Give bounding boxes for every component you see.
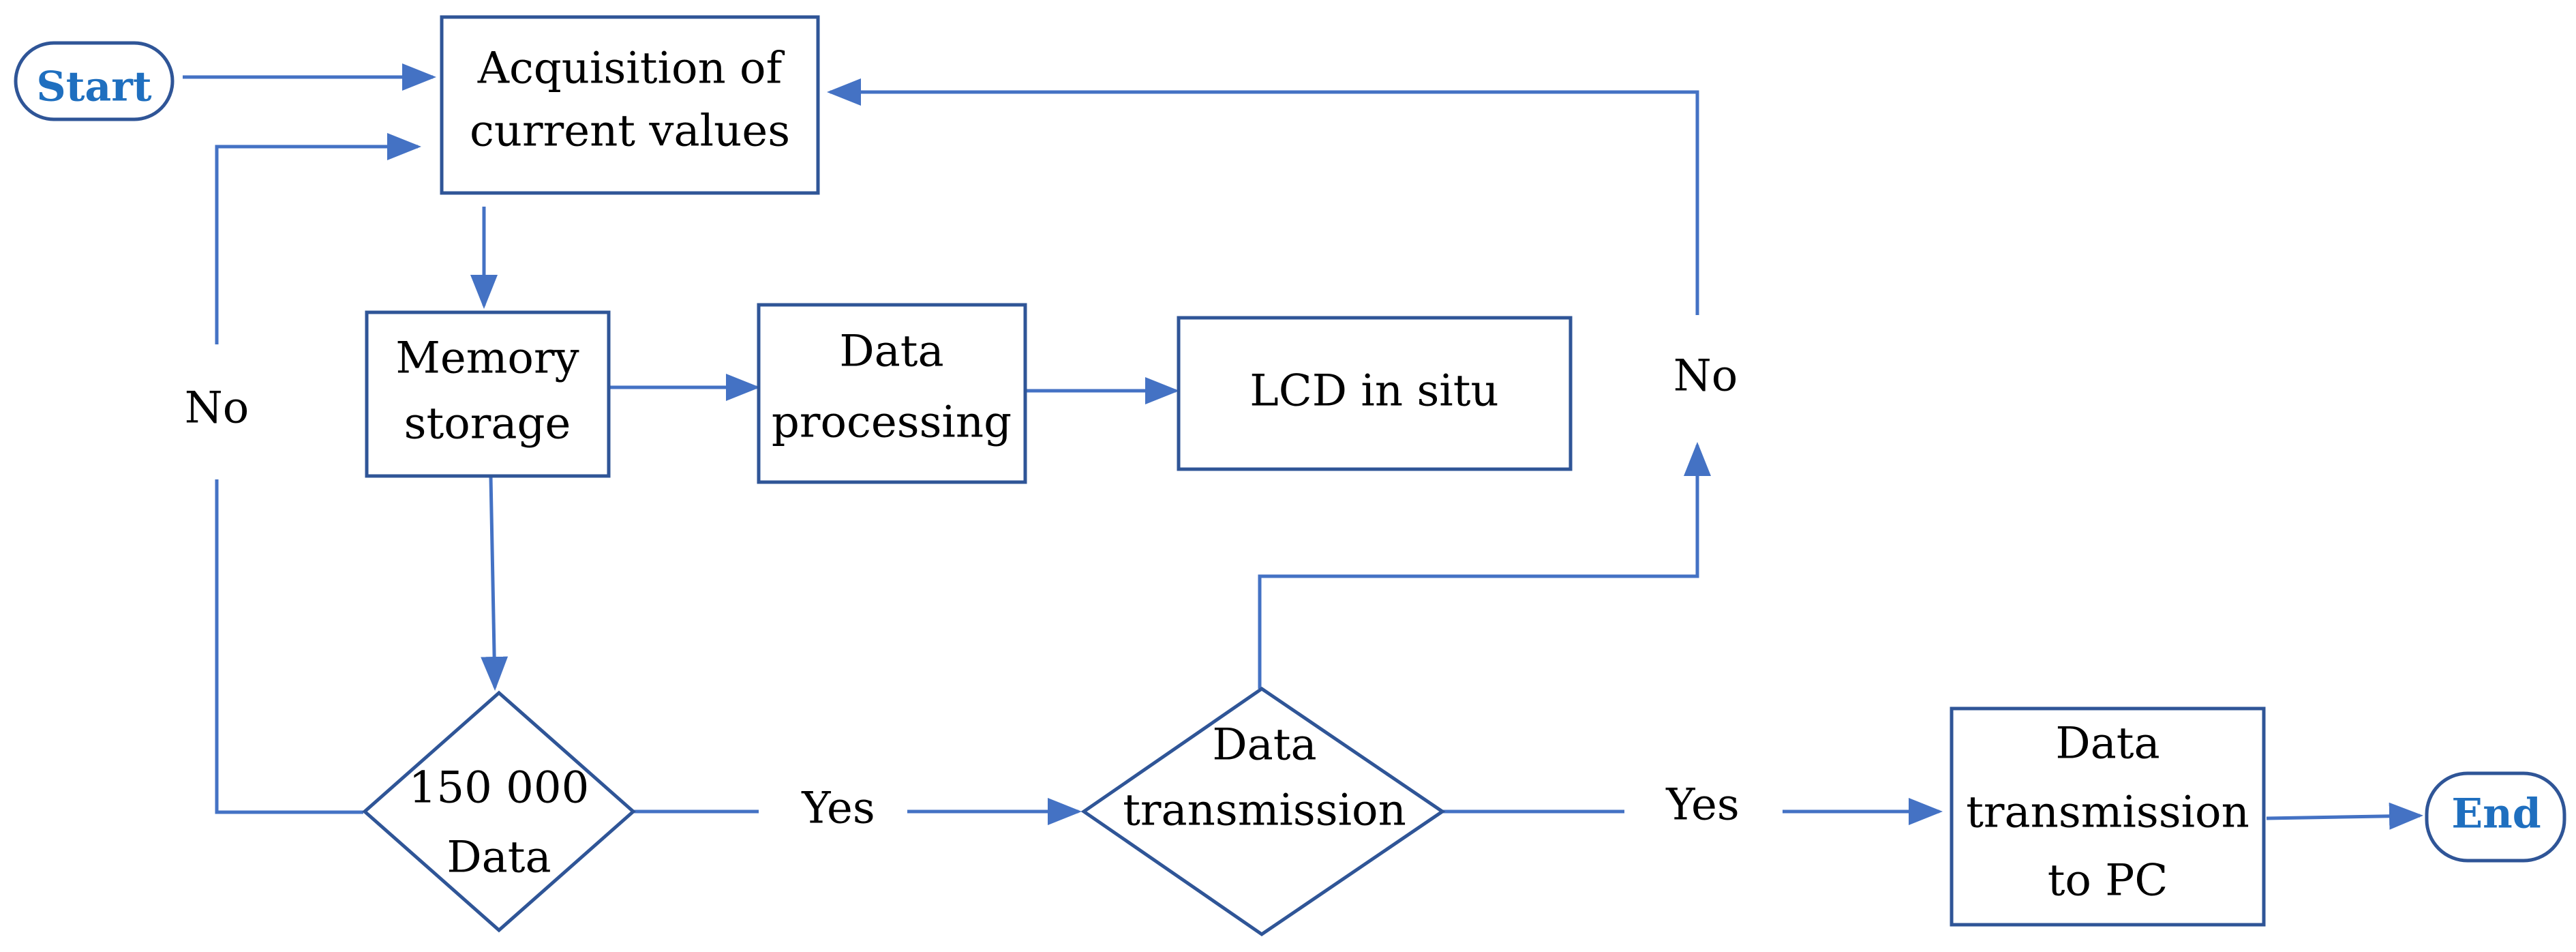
end-terminal: End — [2425, 771, 2566, 863]
acquisition-label-line1: Acquisition of — [477, 44, 785, 94]
decision-data-transmission: Data transmission — [1080, 686, 1446, 937]
edge-decision-no-loop — [215, 479, 363, 814]
edge-label-yes-first: Yes — [801, 784, 875, 834]
processing-label-line1: Data — [839, 327, 943, 377]
data-processing-box: Data processing — [757, 303, 1027, 484]
edge-transmission-no-up — [1258, 442, 1711, 689]
decision-data-line2: Data — [446, 833, 551, 883]
memory-label-line2: storage — [404, 399, 571, 449]
edge-label-yes-second: Yes — [1665, 780, 1739, 831]
decision-150000-data: 150 000 Data — [362, 690, 636, 933]
edge-pc-to-end — [2266, 802, 2423, 830]
edge-no-loop-to-acquisition — [215, 133, 421, 344]
decision-transmission-line2: transmission — [1123, 786, 1406, 836]
connectors — [183, 63, 2423, 830]
start-label: Start — [36, 63, 152, 111]
acquisition-label-line2: current values — [470, 106, 790, 157]
edge-label-no-right: No — [1673, 351, 1738, 402]
memory-storage-box: Memory storage — [365, 310, 611, 478]
start-terminal: Start — [14, 41, 175, 121]
edge-memory-to-decision — [481, 477, 509, 691]
transmission-to-pc-box: Data transmission to PC — [1950, 706, 2266, 927]
edge-label-no-left: No — [185, 383, 249, 434]
edge-transmission-no-back — [827, 78, 1699, 315]
memory-label-line1: Memory — [395, 333, 579, 384]
processing-label-line2: processing — [772, 398, 1012, 448]
decision-transmission-line1: Data — [1212, 720, 1316, 771]
lcd-label: LCD in situ — [1249, 366, 1498, 417]
pc-label-line3: to PC — [2048, 856, 2168, 906]
lcd-box: LCD in situ — [1177, 316, 1573, 471]
end-label: End — [2451, 790, 2541, 838]
pc-label-line1: Data — [2055, 719, 2160, 769]
pc-label-line2: transmission — [1966, 788, 2249, 838]
acquisition-box: Acquisition of current values — [440, 15, 820, 195]
decision-data-line1: 150 000 — [409, 763, 590, 814]
